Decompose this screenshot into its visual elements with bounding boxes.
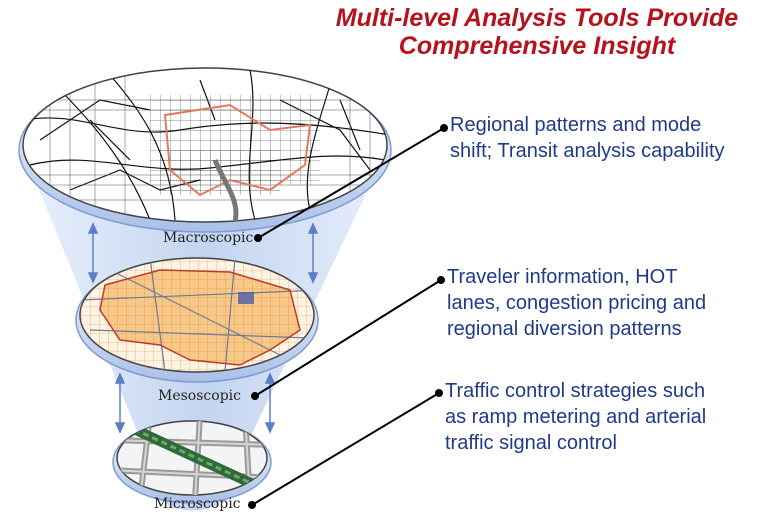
description-line: Traveler information, HOT xyxy=(447,266,678,288)
description-line: as ramp metering and arterial xyxy=(445,406,707,428)
macroscopic-map xyxy=(18,67,392,233)
description-line: shift; Transit analysis capability xyxy=(450,140,725,162)
diagram-title: Multi-level Analysis Tools Provide Compr… xyxy=(302,4,772,60)
level-arrows xyxy=(87,222,319,434)
macroscopic-description: Regional patterns and mode shift; Transi… xyxy=(450,112,725,164)
connector-lines xyxy=(248,124,448,509)
microscopic-label: Microscopic xyxy=(154,496,241,512)
mesoscopic-description: Traveler information, HOT lanes, congest… xyxy=(447,264,706,342)
description-line: regional diversion patterns xyxy=(447,318,682,340)
description-line: Regional patterns and mode xyxy=(450,114,702,136)
description-line: lanes, congestion pricing and xyxy=(447,292,707,314)
mesoscopic-map xyxy=(75,257,319,383)
title-line-2: Comprehensive Insight xyxy=(398,32,676,60)
description-line: traffic signal control xyxy=(445,432,617,454)
macroscopic-label: Macroscopic xyxy=(163,230,254,246)
microscopic-map xyxy=(112,420,272,504)
mesoscopic-label: Mesoscopic xyxy=(158,388,241,404)
description-line: Traffic control strategies such xyxy=(445,380,706,402)
title-line-1: Multi-level Analysis Tools Provide xyxy=(335,4,739,32)
microscopic-description: Traffic control strategies such as ramp … xyxy=(445,378,706,456)
